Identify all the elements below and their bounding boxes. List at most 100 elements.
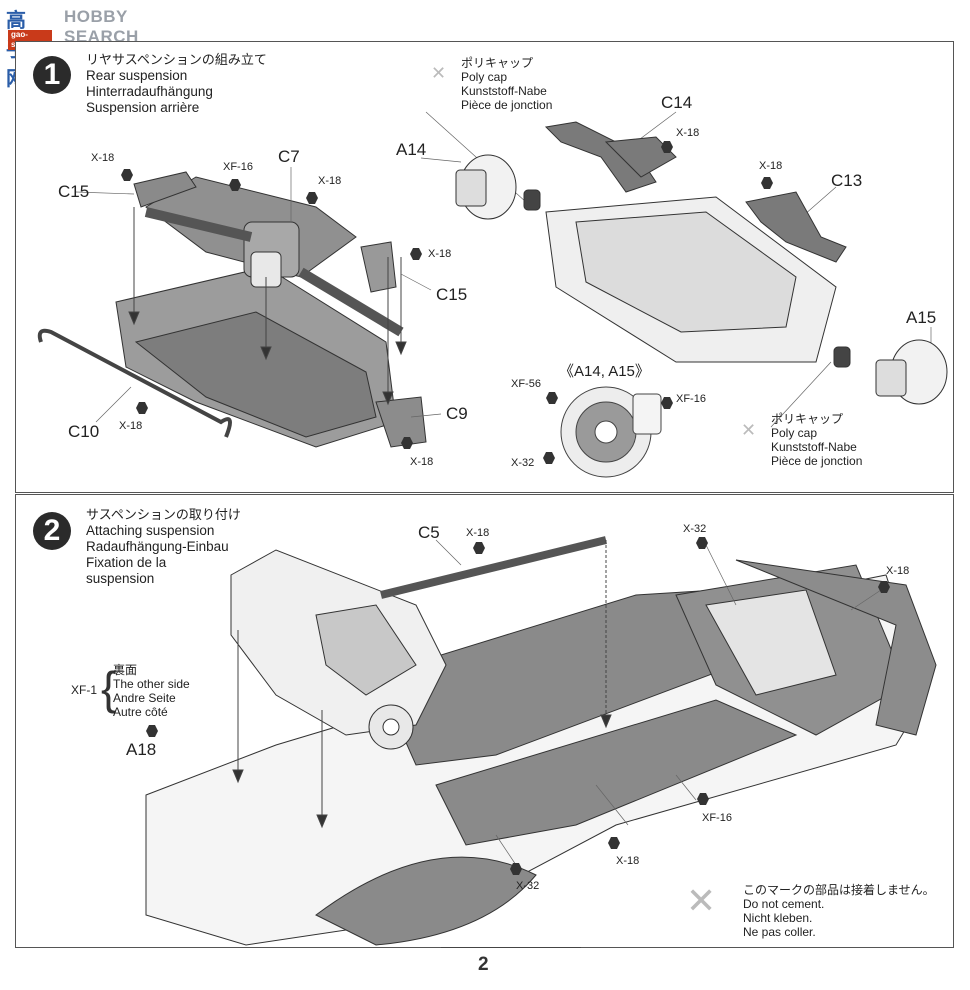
step-1-illustration (37, 111, 948, 478)
poly-cap-fr: Pièce de jonction (771, 454, 863, 468)
step-1-title-fr: Suspension arrière (86, 100, 200, 115)
screw-icon (136, 402, 148, 414)
part-label-c14: C14 (661, 93, 693, 112)
screw-icon (229, 179, 241, 191)
screw-icon (510, 863, 522, 875)
screw-icon (697, 793, 709, 805)
screw-icon (473, 542, 485, 554)
step-1-title: リヤサスペンションの組み立て Rear suspension Hinterrad… (86, 52, 267, 116)
step-2-number: 2 (33, 512, 71, 550)
rear-suspension-drawing (115, 176, 427, 448)
step-1-title-de: Hinterradaufhängung (86, 84, 213, 99)
step-2-title-fr-2: suspension (86, 571, 155, 586)
step-2-illustration (145, 536, 937, 946)
poly-cap-jp: ポリキャップ (461, 56, 534, 70)
part-label-c15: C15 (58, 182, 90, 201)
screw-icon (546, 392, 558, 404)
screw-icon (761, 177, 773, 189)
cement-note-de: Nicht kleben. (743, 911, 813, 925)
part-label-c9: C9 (446, 404, 468, 423)
poly-cap-fr: Pièce de jonction (461, 98, 553, 112)
screw-label-xf16: XF-16 (676, 393, 706, 405)
screw-icon (661, 141, 673, 153)
screw-icon (146, 725, 158, 737)
screw-label-x32: X-32 (516, 880, 540, 892)
poly-cap-de: Kunststoff-Nabe (461, 84, 547, 98)
screw-label-x18: X-18 (676, 127, 700, 139)
screw-label-x18: X-18 (759, 160, 783, 172)
screw-label-x18: X-18 (318, 175, 342, 187)
part-label-c5: C5 (418, 523, 440, 542)
part-label-a14: A14 (396, 140, 427, 159)
screw-label-x18: X-18 (616, 855, 640, 867)
step-2-title-jp: サスペンションの取り付け (86, 507, 241, 522)
part-label-c7: C7 (278, 147, 300, 166)
poly-cap-en: Poly cap (771, 426, 818, 440)
cement-note-en: Do not cement. (743, 897, 825, 911)
poly-cap-en: Poly cap (461, 70, 508, 84)
front-suspension-drawing (455, 121, 948, 405)
suspension-drawing (230, 549, 447, 750)
screw-label-x32: X-32 (511, 457, 535, 469)
step-2-title-en: Attaching suspension (86, 523, 215, 538)
step-2-title-fr-1: Fixation de la (86, 555, 167, 570)
screw-label-x18: X-18 (410, 456, 434, 468)
step-1-number: 1 (33, 56, 71, 94)
screw-label-xf16: XF-16 (223, 161, 253, 173)
poly-cap-de: Kunststoff-Nabe (771, 440, 857, 454)
poly-cap-jp: ポリキャップ (771, 412, 844, 426)
page-number: 2 (478, 954, 489, 975)
screw-label-xf16: XF-16 (702, 812, 732, 824)
assembly-arrows (128, 207, 407, 406)
step-2-title: サスペンションの取り付け Attaching suspension Radauf… (86, 507, 241, 587)
part-label-a18: A18 (126, 740, 157, 759)
screw-label-x18: X-18 (91, 152, 115, 164)
part-c15-drawing (133, 171, 197, 208)
do-not-cement-icon: ✕ (686, 880, 717, 921)
other-side-de: Andre Seite (113, 691, 176, 705)
part-label-c10: C10 (68, 422, 100, 441)
part-label-c15-2: C15 (436, 285, 468, 304)
part-label-c13: C13 (831, 171, 863, 190)
page-divider (441, 947, 581, 948)
screw-icon (543, 452, 555, 464)
other-side-note: 裏面 The other side Andre Seite Autre côté (113, 663, 190, 719)
brace-icon: { (101, 662, 117, 714)
cement-note-jp: このマークの部品は接着しません。 (743, 883, 935, 897)
screw-label-x18: X-18 (886, 565, 910, 577)
screw-icon (410, 248, 422, 260)
leader-lines (435, 539, 882, 866)
step-2-panel: 2 サスペンションの取り付け Attaching suspension Rada… (15, 494, 954, 948)
assembly-arrows (232, 540, 612, 829)
stabilizer-bar-drawing (37, 328, 232, 438)
brake-disc-detail-drawing (560, 386, 662, 478)
screw-icon (878, 581, 890, 593)
poly-cap-icon: ✕ (431, 63, 447, 83)
screw-label-x18: X-18 (428, 248, 452, 260)
cement-note-fr: Ne pas coller. (743, 925, 816, 939)
poly-cap-note-bottom: ポリキャップ Poly cap Kunststoff-Nabe Pièce de… (771, 412, 862, 468)
step-1-panel: 1 リヤサスペンションの組み立て Rear suspension Hinterr… (15, 41, 954, 493)
other-side-jp: 裏面 (113, 663, 138, 677)
screw-icon (401, 437, 413, 449)
part-label-a15: A15 (906, 308, 937, 327)
do-not-cement-note: このマークの部品は接着しません。 Do not cement. Nicht kl… (743, 883, 935, 939)
shaft-c5-drawing (380, 536, 607, 599)
screw-label-xf56: XF-56 (511, 378, 541, 390)
poly-cap-note-top: ポリキャップ Poly cap Kunststoff-Nabe Pièce de… (461, 56, 552, 112)
screw-icon (608, 837, 620, 849)
screw-label-x18: X-18 (119, 420, 143, 432)
other-side-fr: Autre côté (113, 705, 168, 719)
other-side-screw-label: XF-1 (71, 683, 98, 697)
screw-icon (696, 537, 708, 549)
step-1-title-en: Rear suspension (86, 68, 188, 83)
screw-icon (306, 192, 318, 204)
screw-label-x18: X-18 (466, 527, 490, 539)
other-side-en: The other side (113, 677, 190, 691)
chassis-drawing (145, 559, 937, 946)
step-2-title-de: Radaufhängung-Einbau (86, 539, 229, 554)
screw-icon (121, 169, 133, 181)
screw-icon (661, 397, 673, 409)
step-1-title-jp: リヤサスペンションの組み立て (86, 52, 267, 67)
detail-inset-title: 《A14, A15》 (559, 363, 650, 380)
